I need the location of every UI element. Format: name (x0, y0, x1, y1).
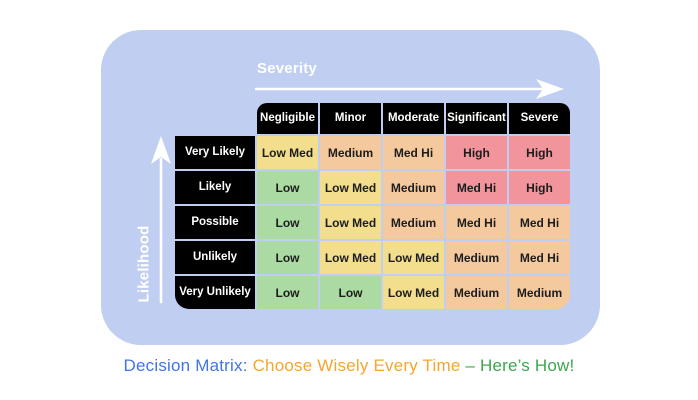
column-header-cell: Significant (446, 103, 507, 134)
matrix-cell: Low Med (257, 136, 318, 169)
row-header-cell: Unlikely (175, 241, 255, 274)
matrix-cell: Medium (383, 171, 444, 204)
matrix-cell: Low (257, 206, 318, 239)
matrix-cell: High (509, 171, 570, 204)
matrix-cell: Low (257, 171, 318, 204)
matrix-cell: Medium (320, 136, 381, 169)
matrix-cell: Med Hi (509, 241, 570, 274)
caption-segment: Choose Wisely Every Time (252, 356, 466, 375)
matrix-cell: Low (320, 276, 381, 309)
matrix-cell: High (509, 136, 570, 169)
matrix-cell: Low Med (320, 171, 381, 204)
matrix-cell: Low Med (383, 276, 444, 309)
matrix-cell: Low Med (320, 241, 381, 274)
matrix-cell: Low Med (320, 206, 381, 239)
matrix-cell: Medium (446, 276, 507, 309)
matrix-cell: High (446, 136, 507, 169)
matrix-corner-cell (175, 103, 255, 134)
severity-arrow-icon (255, 79, 564, 99)
matrix-cell: Med Hi (509, 206, 570, 239)
matrix-cell: Medium (509, 276, 570, 309)
row-header-cell: Very Likely (175, 136, 255, 169)
matrix-cell: Med Hi (383, 136, 444, 169)
matrix-cell: Med Hi (446, 206, 507, 239)
matrix-cell: Low (257, 276, 318, 309)
matrix-cell: Low (257, 241, 318, 274)
column-header-cell: Negligible (257, 103, 318, 134)
caption: Decision Matrix: Choose Wisely Every Tim… (0, 356, 698, 376)
row-header-cell: Likely (175, 171, 255, 204)
severity-axis-label: Severity (257, 60, 317, 77)
likelihood-arrow-icon (151, 136, 171, 304)
row-header-cell: Possible (175, 206, 255, 239)
matrix-cell: Medium (383, 206, 444, 239)
matrix-cell: Low Med (383, 241, 444, 274)
column-header-cell: Severe (509, 103, 570, 134)
column-header-cell: Moderate (383, 103, 444, 134)
caption-segment: – Here’s How! (465, 356, 575, 375)
row-header-cell: Very Unlikely (175, 276, 255, 309)
matrix-cell: Medium (446, 241, 507, 274)
column-header-cell: Minor (320, 103, 381, 134)
caption-segment: Decision Matrix: (123, 356, 253, 375)
matrix-cell: Med Hi (446, 171, 507, 204)
